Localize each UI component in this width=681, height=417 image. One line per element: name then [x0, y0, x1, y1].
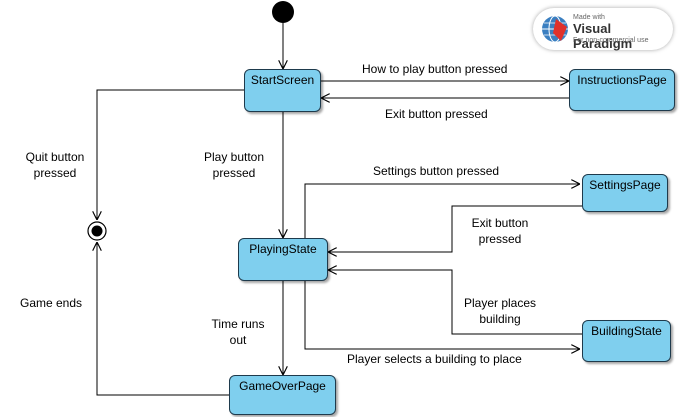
edge-player-places: [328, 270, 582, 335]
label-game-ends: Game ends: [20, 296, 83, 310]
edge-settings: [304, 184, 580, 239]
label-player-places: Player places building: [463, 296, 537, 326]
label-quit: Quit button pressed: [25, 150, 85, 180]
initial-node: [272, 1, 294, 23]
visual-paradigm-watermark: Made with Visual Paradigm For non-commer…: [533, 8, 673, 51]
label-select-building: Player selects a building to place: [347, 352, 522, 366]
state-game-over-page[interactable]: GameOverPage: [229, 375, 336, 415]
state-label: SettingsPage: [589, 178, 661, 192]
label-settings: Settings button pressed: [373, 164, 500, 178]
state-label: GameOverPage: [239, 379, 326, 393]
label-exit-settings: Exit button pressed: [471, 216, 529, 246]
state-settings-page[interactable]: SettingsPage: [582, 174, 668, 212]
watermark-note: For non-commercial use: [573, 37, 649, 44]
final-node-inner: [91, 225, 103, 237]
label-how-to-play: How to play button pressed: [362, 62, 508, 76]
state-label: PlayingState: [249, 242, 317, 256]
watermark-made-with: Made with: [573, 14, 605, 21]
edge-select-building: [304, 281, 580, 349]
state-label: BuildingState: [591, 324, 662, 338]
state-label: InstructionsPage: [577, 73, 667, 87]
edge-exit-settings: [328, 205, 582, 252]
label-play: Play button pressed: [203, 150, 265, 180]
visual-paradigm-logo-icon: [542, 15, 568, 43]
label-time-runs-out: Time runs out: [211, 317, 265, 347]
state-building-state[interactable]: BuildingState: [582, 320, 671, 362]
label-exit-instructions: Exit button pressed: [385, 107, 488, 121]
watermark-brand: Visual Paradigm: [573, 21, 633, 51]
state-instructions-page[interactable]: InstructionsPage: [569, 69, 675, 111]
edge-game-ends: [97, 242, 229, 396]
state-start-screen[interactable]: StartScreen: [244, 69, 321, 112]
edge-quit: [97, 89, 244, 220]
state-label: StartScreen: [250, 73, 315, 87]
state-playing-state[interactable]: PlayingState: [238, 238, 328, 281]
